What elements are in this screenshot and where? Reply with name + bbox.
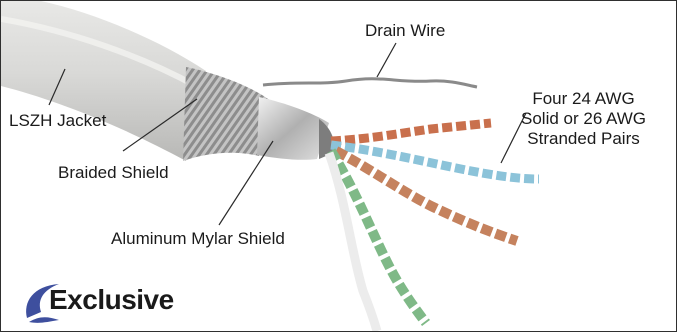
pair-orange-shape [331,123,491,141]
label-lszh-jacket: LSZH Jacket [9,111,106,131]
pair-brown-shape [336,151,517,241]
exclusive-badge: Exclusive [19,278,179,326]
label-drain-wire: Drain Wire [365,21,445,41]
exclusive-badge-text: Exclusive [49,284,174,316]
label-twisted-pairs: Four 24 AWG Solid or 26 AWG Stranded Pai… [521,89,646,149]
label-aluminum-mylar-shield: Aluminum Mylar Shield [111,229,285,249]
label-pairs-line-2: Solid or 26 AWG [521,109,646,129]
leader-drain-wire [377,43,396,77]
label-pairs-line-1: Four 24 AWG [521,89,646,109]
label-pairs-line-3: Stranded Pairs [521,129,646,149]
label-braided-shield: Braided Shield [58,163,169,183]
drain-wire-shape [263,79,477,87]
aluminum-mylar-shield-shape [257,97,329,160]
